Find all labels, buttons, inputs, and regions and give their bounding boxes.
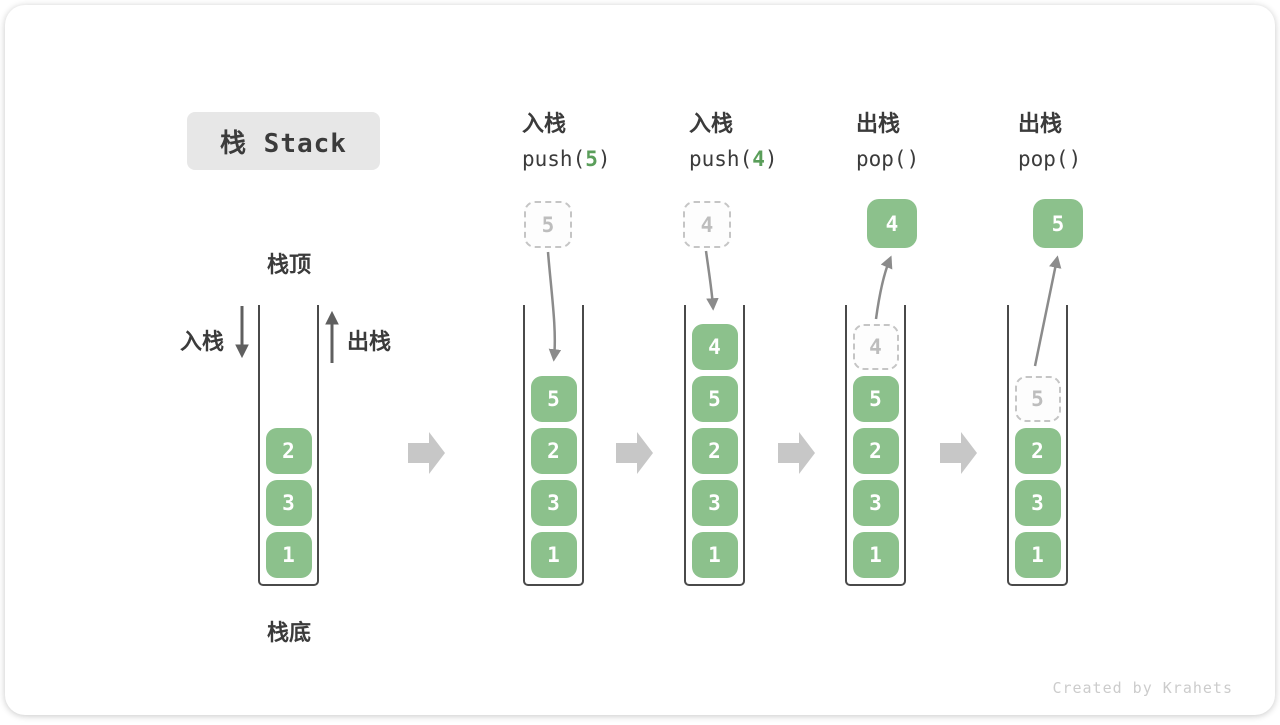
stack-cell: 3 [692,480,738,526]
floating-cell-push-4: 4 [683,201,731,248]
floating-cell-popped-4: 4 [867,199,917,248]
op-cn-label: 出栈 [1018,107,1081,141]
diagram-title: 栈 Stack [220,123,347,160]
stack-cell: 3 [853,480,899,526]
stack-cell: 5 [531,376,577,422]
push-side-label: 入栈 [180,324,224,356]
op-code-arg: 4 [752,147,765,171]
push-4-curve-arrow-icon [706,251,713,307]
op-cn-label: 入栈 [522,107,611,141]
floating-cell-popped-5: 5 [1033,199,1083,248]
op-header-pop-4: 出栈 pop() [856,107,919,177]
pop-side-label: 出栈 [347,324,391,356]
stack-during-pop-4: 4 5 2 3 1 [845,305,906,586]
stack-bottom-label: 栈底 [259,615,319,647]
flow-arrow-icon [778,432,815,474]
stack-cell: 2 [531,428,577,474]
stack-top-label: 栈顶 [259,247,319,279]
stack-cell: 2 [1015,428,1061,474]
flow-arrow-icon [616,432,653,474]
op-code-label: pop() [1018,141,1081,177]
stack-cell: 1 [1015,532,1061,578]
floating-cell-push-5: 5 [524,201,572,248]
op-code-label: push(4) [689,141,778,177]
watermark: Created by Krahets [1052,679,1233,697]
op-header-push-4: 入栈 push(4) [689,107,778,177]
stack-cell: 5 [692,376,738,422]
stack-after-push-4: 4 5 2 3 1 [684,305,745,586]
stack-cell: 1 [531,532,577,578]
stack-cell-ghost: 5 [1015,376,1061,422]
stack-cell: 3 [1015,480,1061,526]
stack-cell-ghost: 4 [853,324,899,370]
stack-cell: 3 [266,480,312,526]
diagram-title-badge: 栈 Stack [187,112,380,170]
op-header-push-5: 入栈 push(5) [522,107,611,177]
stack-cell: 2 [692,428,738,474]
diagram-canvas: 栈 Stack 栈顶 栈底 入栈 出栈 入栈 push(5) 入栈 push(4… [5,5,1275,715]
op-code-label: push(5) [522,141,611,177]
op-cn-label: 出栈 [856,107,919,141]
stack-cell: 2 [266,428,312,474]
stack-initial: 2 3 1 [258,305,319,586]
stack-cell: 4 [692,324,738,370]
stack-cell: 1 [692,532,738,578]
op-code-label: pop() [856,141,919,177]
op-code-arg: 5 [585,147,598,171]
stack-cell: 5 [853,376,899,422]
flow-arrow-icon [408,432,445,474]
stack-cell: 3 [531,480,577,526]
stack-cell: 2 [853,428,899,474]
op-cn-label: 入栈 [689,107,778,141]
stack-after-push-5: 5 2 3 1 [523,305,584,586]
stack-cell: 1 [266,532,312,578]
flow-arrow-icon [940,432,977,474]
stack-during-pop-5: 5 2 3 1 [1007,305,1068,586]
stack-cell: 1 [853,532,899,578]
op-header-pop-5: 出栈 pop() [1018,107,1081,177]
